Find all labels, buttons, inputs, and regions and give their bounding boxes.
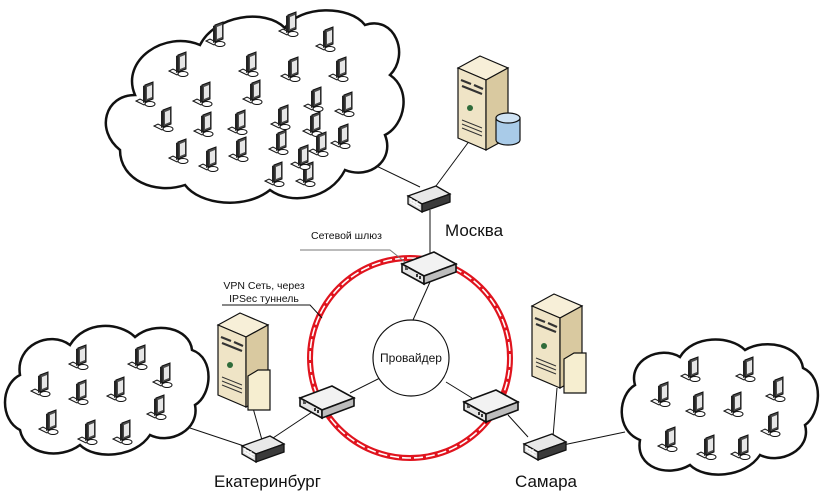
samara-switch — [523, 433, 567, 461]
vpn-label-line2: IPSec туннель — [229, 293, 299, 305]
samara-lan-cloud — [620, 338, 820, 476]
folder-icon — [563, 352, 587, 394]
provider-node: Провайдер — [372, 319, 450, 397]
gateway-callout: Сетевой шлюз — [300, 230, 406, 263]
vpn-callout: VPN Сеть, через IPSec туннель — [222, 280, 323, 319]
samara-cloud-to-switch — [562, 431, 626, 446]
gateway-label: Сетевой шлюз — [311, 230, 382, 242]
folder-icon — [247, 369, 271, 411]
ekaterinburg-server — [216, 311, 271, 411]
samara-server-to-switch — [552, 387, 558, 438]
vpn-tunnel-ring — [307, 255, 513, 461]
provider-label: Провайдер — [380, 351, 442, 365]
ekb-cloud-to-switch — [189, 427, 248, 448]
ekb-switch-to-gateway — [269, 411, 313, 441]
ekaterinburg-switch — [241, 435, 285, 463]
vpn-label-line1: VPN Сеть, через — [223, 280, 304, 292]
samara-server — [530, 292, 587, 394]
ekb-gateway-to-provider — [349, 377, 381, 394]
moscow-server — [456, 54, 521, 152]
moscow-gateway-to-provider — [412, 281, 431, 321]
site-label-ekaterinburg: Екатеринбург — [214, 472, 321, 491]
moscow-server-to-switch — [432, 139, 471, 191]
database-icon — [495, 112, 521, 146]
ekb-server-to-switch — [252, 407, 263, 441]
ekaterinburg-gateway — [299, 385, 355, 419]
moscow-switch — [407, 185, 451, 213]
samara-gateway-to-switch — [507, 414, 529, 438]
site-label-moscow: Москва — [445, 221, 504, 240]
samara-provider-to-gateway — [445, 381, 473, 399]
connection-lines — [189, 139, 626, 448]
site-label-samara: Самара — [515, 472, 578, 491]
